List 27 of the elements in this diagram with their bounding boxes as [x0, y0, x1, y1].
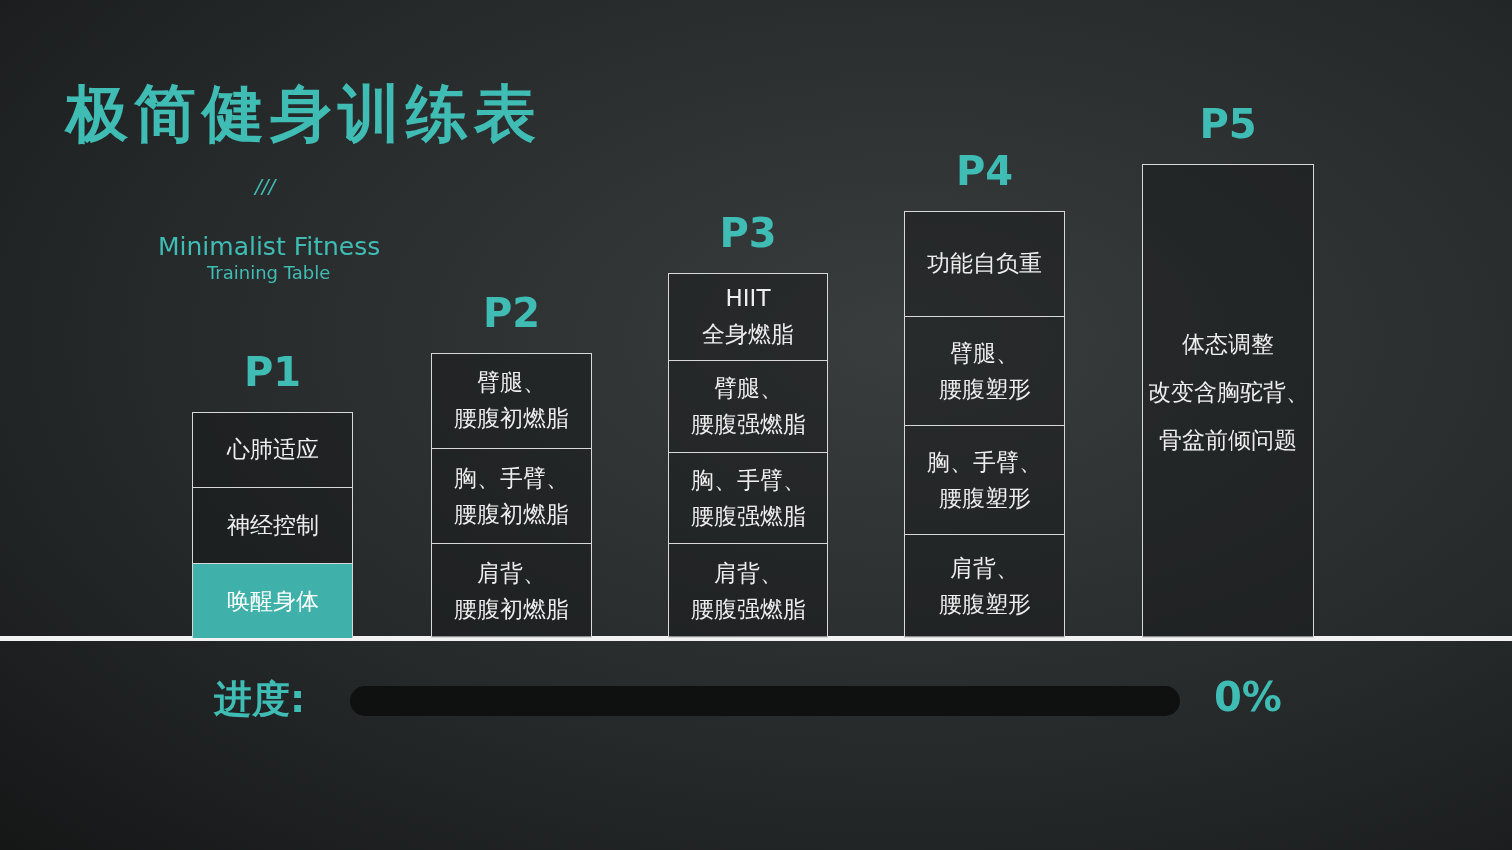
stage-description: 改变含胸驼背、骨盆前倾问题	[1146, 378, 1310, 455]
exercise-cell: 臂腿、腰腹塑形	[905, 315, 1064, 425]
subtitle: Minimalist Fitness	[158, 232, 381, 261]
exercise-cell: 唤醒身体	[193, 562, 352, 638]
column-heading: P4	[954, 148, 1015, 194]
exercise-cell: 肩背、腰腹塑形	[905, 533, 1064, 638]
exercise-cell: 臂腿、腰腹初燃脂	[432, 352, 591, 448]
title: 极简健身训练表	[66, 76, 542, 152]
exercise-cell: 胸、手臂、腰腹塑形	[905, 424, 1064, 534]
progress-label: 进度:	[214, 676, 306, 723]
column-heading: P2	[481, 290, 542, 336]
decorative-slashes: ///	[255, 174, 276, 198]
exercise-cell: 心肺适应	[193, 411, 352, 487]
subtitle: Training Table	[207, 262, 331, 283]
exercise-cell: HIIT 全身燃脂	[669, 272, 827, 360]
stage-heading: 体态调整	[1181, 330, 1275, 359]
exercise-cell: 胸、手臂、腰腹初燃脂	[432, 447, 591, 543]
exercise-cell: 功能自负重	[905, 210, 1064, 316]
exercise-cell: 肩背、腰腹初燃脂	[432, 542, 591, 638]
column-heading: P5	[1198, 101, 1258, 147]
exercise-cell: 肩背、腰腹强燃脂	[669, 542, 827, 638]
column-heading: P1	[242, 349, 303, 395]
exercise-cell: 胸、手臂、腰腹强燃脂	[669, 451, 827, 543]
exercise-cell: 神经控制	[193, 486, 352, 563]
exercise-cell: 臂腿、腰腹强燃脂	[669, 359, 827, 452]
column-heading: P3	[718, 210, 778, 256]
progress-value: 0%	[1214, 674, 1282, 720]
